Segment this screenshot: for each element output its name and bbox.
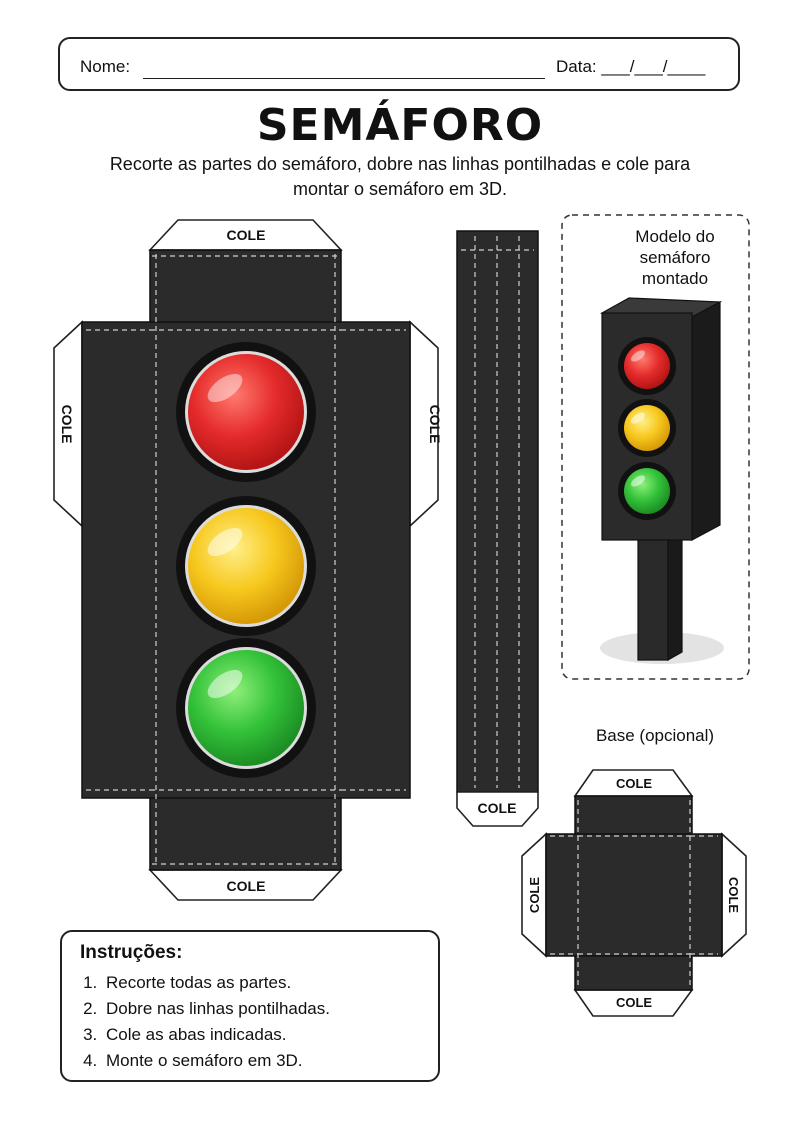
instructions-box: Instruções: Recorte todas as partes. Dob… xyxy=(60,930,440,1082)
pole-tab-label: COLE xyxy=(478,800,517,816)
header-box: Nome: Data: ___/___/____ xyxy=(58,37,740,91)
name-label: Nome: xyxy=(80,57,131,76)
instructions-list: Recorte todas as partes. Dobre nas linha… xyxy=(80,970,420,1074)
main-yellow-light xyxy=(176,496,316,636)
main-bottom-tab-label: COLE xyxy=(227,878,266,894)
pole-fold-lines xyxy=(461,236,534,788)
base-left-tab-label: COLE xyxy=(527,877,542,913)
main-top-tab-label: COLE xyxy=(227,227,266,243)
page-subtitle: Recorte as partes do semáforo, dobre nas… xyxy=(109,154,691,199)
model-label: Modelo do semáforo montado xyxy=(635,227,715,288)
base-fold-lines xyxy=(550,800,718,986)
pole-strip: COLE xyxy=(456,230,539,827)
instructions-title: Instruções: xyxy=(80,942,183,963)
name-line xyxy=(143,78,545,79)
main-fold-lines xyxy=(86,254,406,866)
base-label: Base (opcional) xyxy=(595,726,715,745)
main-net: COLE COLE COLE COLE xyxy=(53,219,443,901)
main-bottom-flap xyxy=(149,791,342,871)
main-top-flap xyxy=(149,249,342,329)
model-box xyxy=(561,214,750,680)
main-red-light xyxy=(176,342,316,482)
main-left-tab-label: COLE xyxy=(59,405,75,444)
main-right-tab-label: COLE xyxy=(427,405,443,444)
base-right-tab-label: COLE xyxy=(726,877,741,913)
base-net: COLE COLE COLE COLE xyxy=(521,769,747,1017)
pole-tab xyxy=(456,791,539,827)
instruction-item: Recorte todas as partes. xyxy=(102,970,420,996)
instruction-item: Monte o semáforo em 3D. xyxy=(102,1048,420,1074)
instruction-item: Dobre nas linhas pontilhadas. xyxy=(102,996,420,1022)
instruction-item: Cole as abas indicadas. xyxy=(102,1022,420,1048)
date-label: Data: ___/___/____ xyxy=(556,57,706,76)
base-bottom-tab-label: COLE xyxy=(616,995,652,1010)
page-title: SEMÁFORO xyxy=(256,100,544,151)
base-top-tab-label: COLE xyxy=(616,776,652,791)
main-green-light xyxy=(176,638,316,778)
